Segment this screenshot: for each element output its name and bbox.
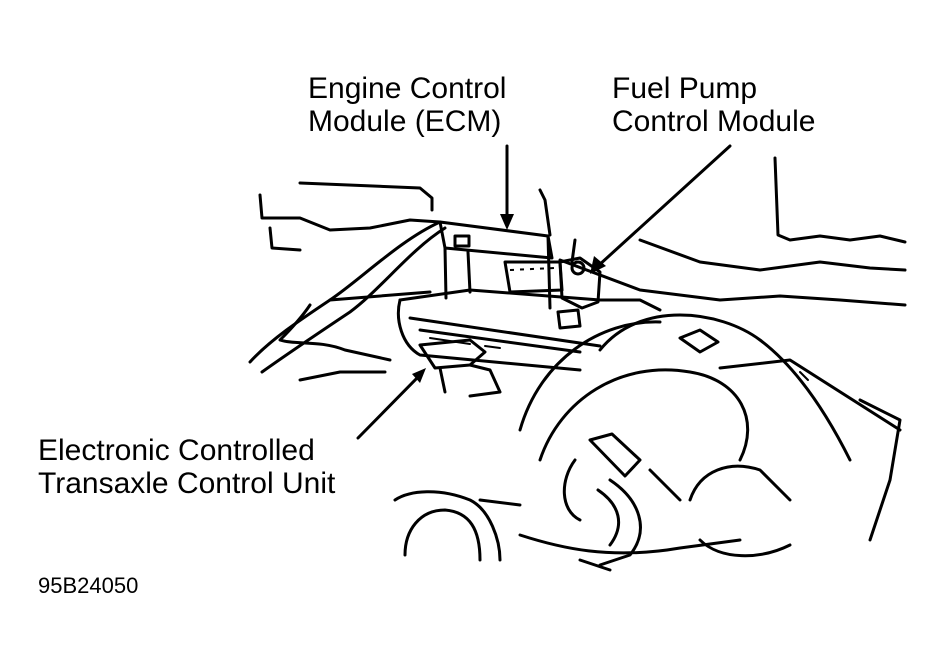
upper-body-outline [258, 156, 907, 307]
wiring-harness [248, 220, 447, 382]
ectcu-label: Electronic Controlled Transaxle Control … [38, 434, 335, 500]
fuel-pump-arrow-head [590, 256, 606, 274]
ectcu-arrow-head [412, 368, 426, 383]
fuel-pump-label: Fuel Pump Control Module [612, 72, 815, 138]
ectcu-arrow-line [356, 373, 422, 440]
fuel-pump-label-line-2: Control Module [612, 105, 816, 138]
figure-id: 95B24050 [38, 573, 139, 598]
ecm-arrow-head [500, 214, 514, 230]
leader-arrows [356, 144, 732, 440]
ecm-label: Engine Control Module (ECM) [308, 72, 506, 138]
lower-hose [518, 432, 742, 572]
bottom-left-hose [393, 490, 522, 562]
main-housing [518, 313, 902, 558]
ecm-label-line-1: Engine Control [308, 72, 507, 105]
ectcu-label-line-2: Transaxle Control Unit [38, 467, 336, 500]
ecm-label-line-2: Module (ECM) [308, 105, 502, 138]
tcu-connector [418, 338, 502, 398]
ectcu-label-line-1: Electronic Controlled [38, 434, 315, 467]
fuel-pump-label-line-1: Fuel Pump [612, 72, 758, 105]
ecm-bracket [438, 188, 577, 310]
fuel-pump-arrow-line [596, 144, 732, 268]
intake-duct [396, 288, 662, 372]
